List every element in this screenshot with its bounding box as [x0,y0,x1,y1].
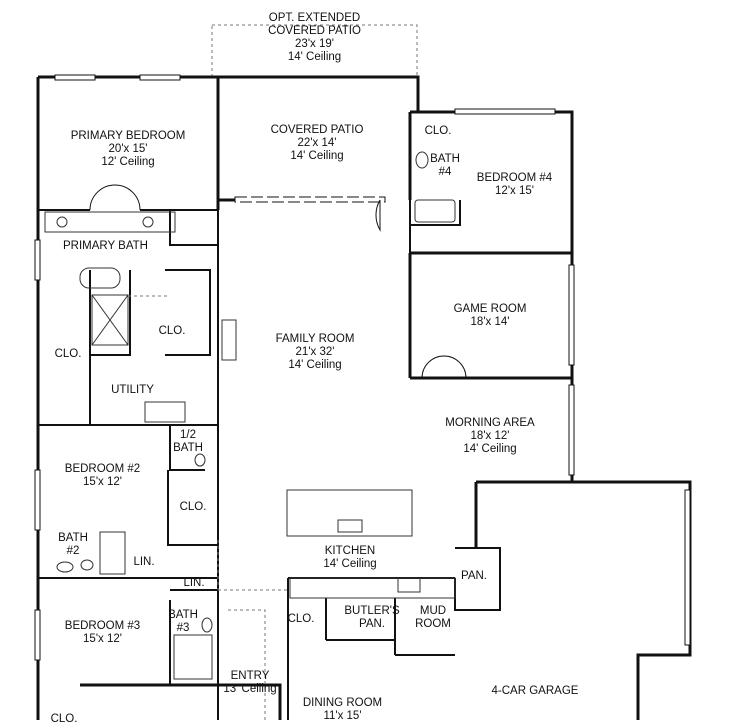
opt-patio-name2: COVERED PATIO [268,25,361,37]
morning-area-dims: 18'x 12' [470,430,510,442]
kitchen-ceiling: 14' Ceiling [323,558,377,570]
primary-bedroom-dims: 20'x 15' [108,143,148,155]
window-openings [34,74,691,661]
room-label-butlers-pan: BUTLER'S PAN. [336,605,408,631]
room-label-covered-patio: COVERED PATIO 22'x 14' 14' Ceiling [222,124,412,163]
fixtures [44,151,456,680]
mud-room-name2: ROOM [415,618,451,630]
game-room-name: GAME ROOM [453,303,527,315]
bath2-name: BATH [58,532,88,544]
bedroom3-name: BEDROOM #3 [64,620,141,632]
room-label-morning-area: MORNING AREA 18'x 12' 14' Ceiling [425,417,555,456]
opt-patio-dims: 23'x 19' [295,38,334,50]
room-label-clo-bed2: CLO. [172,501,214,514]
door-swings [89,184,467,379]
clo-primary-name: CLO. [158,325,186,337]
room-label-kitchen: KITCHEN 14' Ceiling [290,545,410,571]
bedroom4-dims: 12'x 15' [495,185,534,197]
morning-area-name: MORNING AREA [445,417,535,429]
opt-patio-ceiling: 14' Ceiling [287,51,342,63]
family-room-ceiling: 14' Ceiling [288,359,342,371]
covered-patio-ceiling: 14' Ceiling [290,150,344,162]
garage-name: 4-CAR GARAGE [491,685,579,697]
room-label-family-room: FAMILY ROOM 21'x 32' 14' Ceiling [240,333,390,372]
room-label-lin1: LIN. [128,556,160,569]
lin2-name: LIN. [183,577,205,589]
room-label-bath2: BATH #2 [52,532,94,558]
bedroom2-name: BEDROOM #2 [64,463,141,475]
room-label-game-room: GAME ROOM 18'x 14' [415,303,565,329]
bedroom2-dims: 15'x 12' [83,476,122,488]
room-label-bedroom3: BEDROOM #3 15'x 12' [45,620,160,646]
room-label-half-bath: 1/2 BATH [170,429,206,455]
room-label-bedroom4: BEDROOM #4 12'x 15' [462,172,567,198]
utility-name: UTILITY [111,384,154,396]
room-label-entry: ENTRY 13' Ceiling [218,670,282,696]
room-label-utility: UTILITY [100,384,165,397]
opt-patio-name: OPT. EXTENDED [268,12,361,24]
game-room-dims: 18'x 14' [470,316,510,328]
clo-bath4-name: CLO. [424,125,452,137]
dining-room-dims: 11'x 15' [323,710,362,722]
bath3-name2: #3 [176,622,190,634]
room-label-bath4: BATH #4 [425,153,465,179]
room-label-clo-butler: CLO. [283,613,319,626]
room-label-clo-left: CLO. [48,348,88,361]
bath4-name2: #4 [438,166,452,178]
kitchen-name: KITCHEN [324,545,376,557]
morning-area-ceiling: 14' Ceiling [463,443,517,455]
bath3-name: BATH [168,609,198,621]
primary-bedroom-name: PRIMARY BEDROOM [70,130,186,142]
bedroom4-name: BEDROOM #4 [476,172,553,184]
room-label-lin2: LIN. [178,577,210,590]
room-label-primary-bedroom: PRIMARY BEDROOM 20'x 15' 12' Ceiling [42,130,214,169]
lin1-name: LIN. [133,556,155,568]
half-bath-name2: BATH [173,442,203,454]
pan-name: PAN. [461,570,487,582]
entry-ceiling: 13' Ceiling [223,683,277,695]
bedroom3-dims: 15'x 12' [83,633,122,645]
room-label-mud-room: MUD ROOM [412,605,454,631]
covered-patio-name: COVERED PATIO [270,124,364,136]
room-label-clo-bath4: CLO. [418,125,458,138]
room-label-dining-room: DINING ROOM 11'x 15' [290,697,395,723]
room-label-garage: 4-CAR GARAGE [460,685,610,698]
bath4-name: BATH [430,153,460,165]
half-bath-name: 1/2 [180,429,196,441]
primary-bedroom-ceiling: 12' Ceiling [101,156,155,168]
clo-bed2-name: CLO. [179,501,207,513]
room-label-bedroom2: BEDROOM #2 15'x 12' [45,463,160,489]
clo-left-name: CLO. [54,348,82,360]
butlers-pan-name: BUTLER'S [344,605,400,617]
mud-room-name: MUD [419,605,447,617]
room-label-pan: PAN. [456,570,492,583]
family-room-name: FAMILY ROOM [275,333,355,345]
family-room-dims: 21'x 32' [295,346,335,358]
room-label-bath3: BATH #3 [162,609,204,635]
bath2-name2: #2 [66,545,80,557]
optional-patio-outline [211,24,418,78]
room-label-opt-patio: OPT. EXTENDED COVERED PATIO 23'x 19' 14'… [212,12,417,64]
clo-butler-name: CLO. [287,613,315,625]
entry-name: ENTRY [230,670,270,682]
primary-bath-name: PRIMARY BATH [63,240,148,252]
room-label-primary-bath: PRIMARY BATH [48,240,163,253]
dining-room-name: DINING ROOM [302,697,383,709]
butlers-pan-name2: PAN. [359,618,385,630]
room-label-clo-primary: CLO. [152,325,192,338]
dashed-lines [128,295,288,720]
covered-patio-dims: 22'x 14' [297,137,337,149]
